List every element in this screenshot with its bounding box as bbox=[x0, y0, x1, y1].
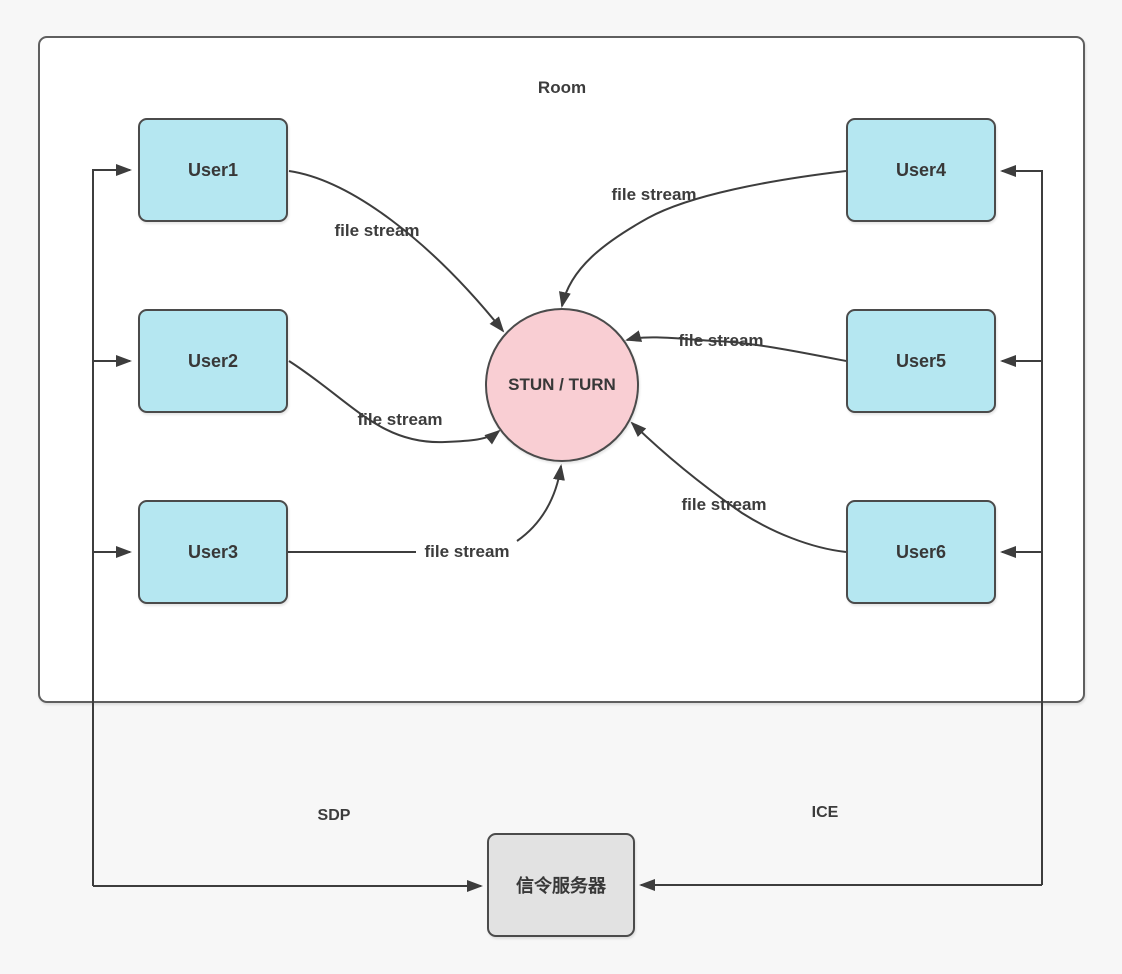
sdp-label: SDP bbox=[317, 807, 351, 824]
node-user3: User3 bbox=[138, 500, 288, 604]
node-user6: User6 bbox=[846, 500, 996, 604]
node-user5: User5 bbox=[846, 309, 996, 413]
edge-user1-stun bbox=[288, 170, 505, 333]
node-stun-turn: STUN / TURN bbox=[485, 308, 639, 462]
edge-label-file-stream-user3: file stream bbox=[424, 542, 510, 561]
rail-left-to-user1 bbox=[92, 164, 132, 886]
edge-label-file-stream-user4: file stream bbox=[611, 185, 697, 204]
edge-user4-stun bbox=[559, 170, 847, 308]
edge-user2-stun bbox=[288, 360, 501, 445]
edge-label-file-stream-user6: file stream bbox=[681, 495, 767, 514]
node-user1: User1 bbox=[138, 118, 288, 222]
edge-label-file-stream-user2: file stream bbox=[357, 410, 443, 429]
edge-label-file-stream-user1: file stream bbox=[334, 221, 420, 240]
edge-user6-stun bbox=[630, 421, 847, 553]
node-signal-server: 信令服务器 bbox=[487, 833, 635, 937]
node-user4: User4 bbox=[846, 118, 996, 222]
edge-label-file-stream-user5: file stream bbox=[678, 331, 764, 350]
rail-right-to-user4 bbox=[1000, 165, 1043, 885]
edge-user5-stun bbox=[625, 330, 847, 362]
ice-label: ICE bbox=[811, 804, 839, 821]
node-user2: User2 bbox=[138, 309, 288, 413]
room-title: Room bbox=[537, 78, 587, 97]
edge-user3-stun bbox=[516, 464, 565, 542]
